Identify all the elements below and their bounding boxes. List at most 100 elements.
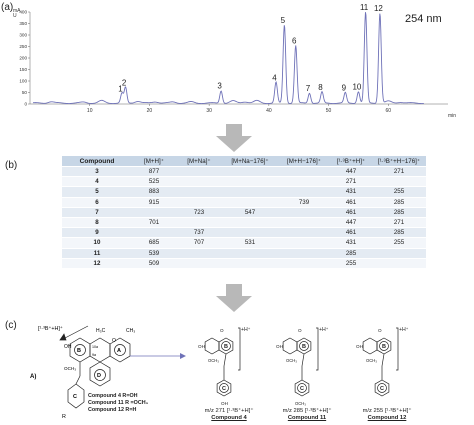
x-tick-label: 40 [266,108,272,114]
table-cell: 285 [330,248,372,259]
precursor-structure [59,325,131,409]
legend-line: Compound 4 R=OH [88,393,138,399]
y-unit-label: mA [13,8,21,14]
ring-o-label: O [378,328,382,333]
methoxy-label: OCH₃ [295,401,306,406]
table-cell: 4 [62,176,132,188]
ring-c-label: C [73,394,77,400]
hydroxy-label: OH [356,344,363,349]
table-cell: 539 [132,248,176,259]
table-cell: 739 [278,197,330,208]
y-tick-label: 200 [19,56,27,61]
table-cell: 255 [372,186,426,198]
table-cell: 12 [62,258,132,269]
table-cell [278,237,330,249]
fragment-name: Compound 11 [287,415,327,421]
table-cell [278,248,330,259]
ring-a-hex [362,337,378,355]
table-cell: 5 [62,186,132,198]
fragment-name: Compound 12 [367,415,407,421]
table-cell: 271 [372,166,426,178]
y-tick-label: 300 [19,33,27,38]
legend-head: A) [30,374,36,380]
table-cell [176,217,222,229]
table-cell [278,176,330,188]
panel-label-a: (a) [1,2,14,13]
table-cell: 447 [330,166,372,178]
table-cell: 11 [62,248,132,259]
panel-label-b: (b) [5,160,18,171]
table-cell [222,176,278,188]
methoxy-label: OCH₃ [366,358,377,363]
pos-label-9a: 9a [92,353,96,357]
ring-c-circle [377,383,387,393]
peak-label: 6 [292,37,297,46]
table-cell: 431 [330,186,372,198]
ring-b-label: B [302,344,306,350]
hydroxy-label: OH [276,344,283,349]
vinyl-bond [381,353,385,367]
peak-label: 9 [342,84,347,93]
vinyl-bond [223,353,227,367]
table-cell: 723 [176,207,222,218]
x-tick-label: 60 [386,108,392,114]
x-tick-label: 10 [87,108,93,114]
table-cell: 255 [330,258,372,269]
peak-label: 4 [272,73,277,82]
peak-label: 8 [318,83,323,92]
compound-legend: Compound 4 R=OH Compound 11 R =OCH₃ Comp… [88,393,148,415]
col-header: [M+H−176]⁺ [278,156,330,167]
ring-b-circle [299,341,309,351]
ring-o-label: O [220,328,224,333]
table-cell: 285 [372,197,426,208]
ring-c-circle [297,383,307,393]
col-header: [¹·³B⁺+H−176]⁺ [372,156,426,167]
table-cell [278,217,330,229]
table-cell [176,248,222,259]
ring-a-hex [282,337,298,355]
hydroxy-label: OH [198,344,205,349]
table-cell [176,186,222,198]
peak-label: 11 [360,3,369,12]
table-cell: 685 [132,237,176,249]
ring-b-circle [221,341,231,351]
x-tick-label: 20 [147,108,153,114]
table-cell [132,207,176,218]
peak-label: 12 [374,4,383,13]
table-cell: 3 [62,166,132,178]
substituent-label: R [62,414,66,420]
hydroxy-label: OH [221,401,228,406]
y-tick-label: 150 [19,67,27,72]
table-cell: 8 [62,217,132,229]
wavelength-label: 254 nm [405,13,442,25]
ring-c-label: C [300,386,304,392]
table-cell: 737 [176,227,222,239]
ring-o-label: O [112,338,116,344]
table-cell [222,166,278,178]
peak-label: 3 [217,82,222,91]
methoxy-label: OCH₃ [286,358,297,363]
bracket [396,327,399,371]
down-arrow-2 [216,284,252,312]
fragment-mz: m/z 271 [¹·³B⁺+H]⁺ [204,408,254,414]
ring-o-label: O [298,328,302,333]
methyl-label: CH₃ [126,328,135,334]
fragment-mz: m/z 255 [¹·³B⁺+H]⁺ [362,408,412,414]
fragment-caption-11: m/z 285 [¹·³B⁺+H]⁺ Compound 11 [272,408,342,422]
table-cell: 255 [372,237,426,249]
table-cell: 877 [132,166,176,178]
peak-label: 7 [306,84,311,93]
table-cell [278,207,330,218]
table-cell [176,197,222,208]
table-cell [176,166,222,178]
table-cell [222,248,278,259]
methoxy-label: OCH₃ [208,358,219,363]
ring-a-label: A [117,348,121,354]
table-cell: 7 [62,207,132,218]
